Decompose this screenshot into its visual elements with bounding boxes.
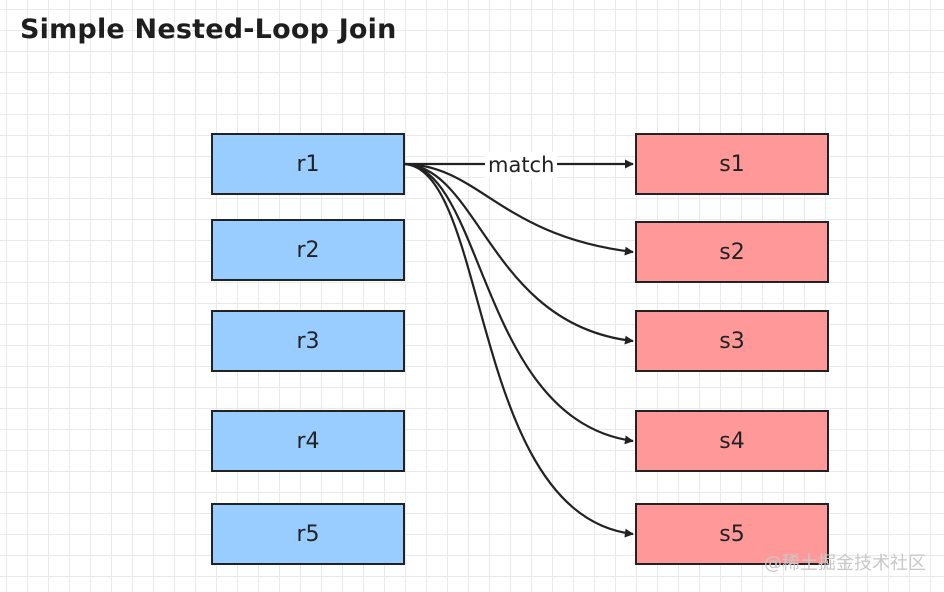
left-node-r2: r2 xyxy=(211,219,405,281)
right-node-s2: s2 xyxy=(635,221,829,283)
watermark: @稀土掘金技术社区 xyxy=(764,553,926,574)
left-node-r4: r4 xyxy=(211,410,405,472)
edge-r1-s3 xyxy=(404,162,634,345)
edge-r1-s4 xyxy=(404,162,634,445)
match-label: match xyxy=(485,152,558,178)
left-node-r5: r5 xyxy=(211,503,405,565)
right-node-s1: s1 xyxy=(635,133,829,195)
right-node-s5: s5 xyxy=(635,503,829,565)
left-node-r1: r1 xyxy=(211,133,405,195)
edge-r1-s2 xyxy=(404,162,634,256)
edge-r1-s5 xyxy=(404,162,634,538)
right-node-s3: s3 xyxy=(635,310,829,372)
diagram-title: Simple Nested-Loop Join xyxy=(20,14,397,45)
right-node-s4: s4 xyxy=(635,410,829,472)
left-node-r3: r3 xyxy=(211,310,405,372)
